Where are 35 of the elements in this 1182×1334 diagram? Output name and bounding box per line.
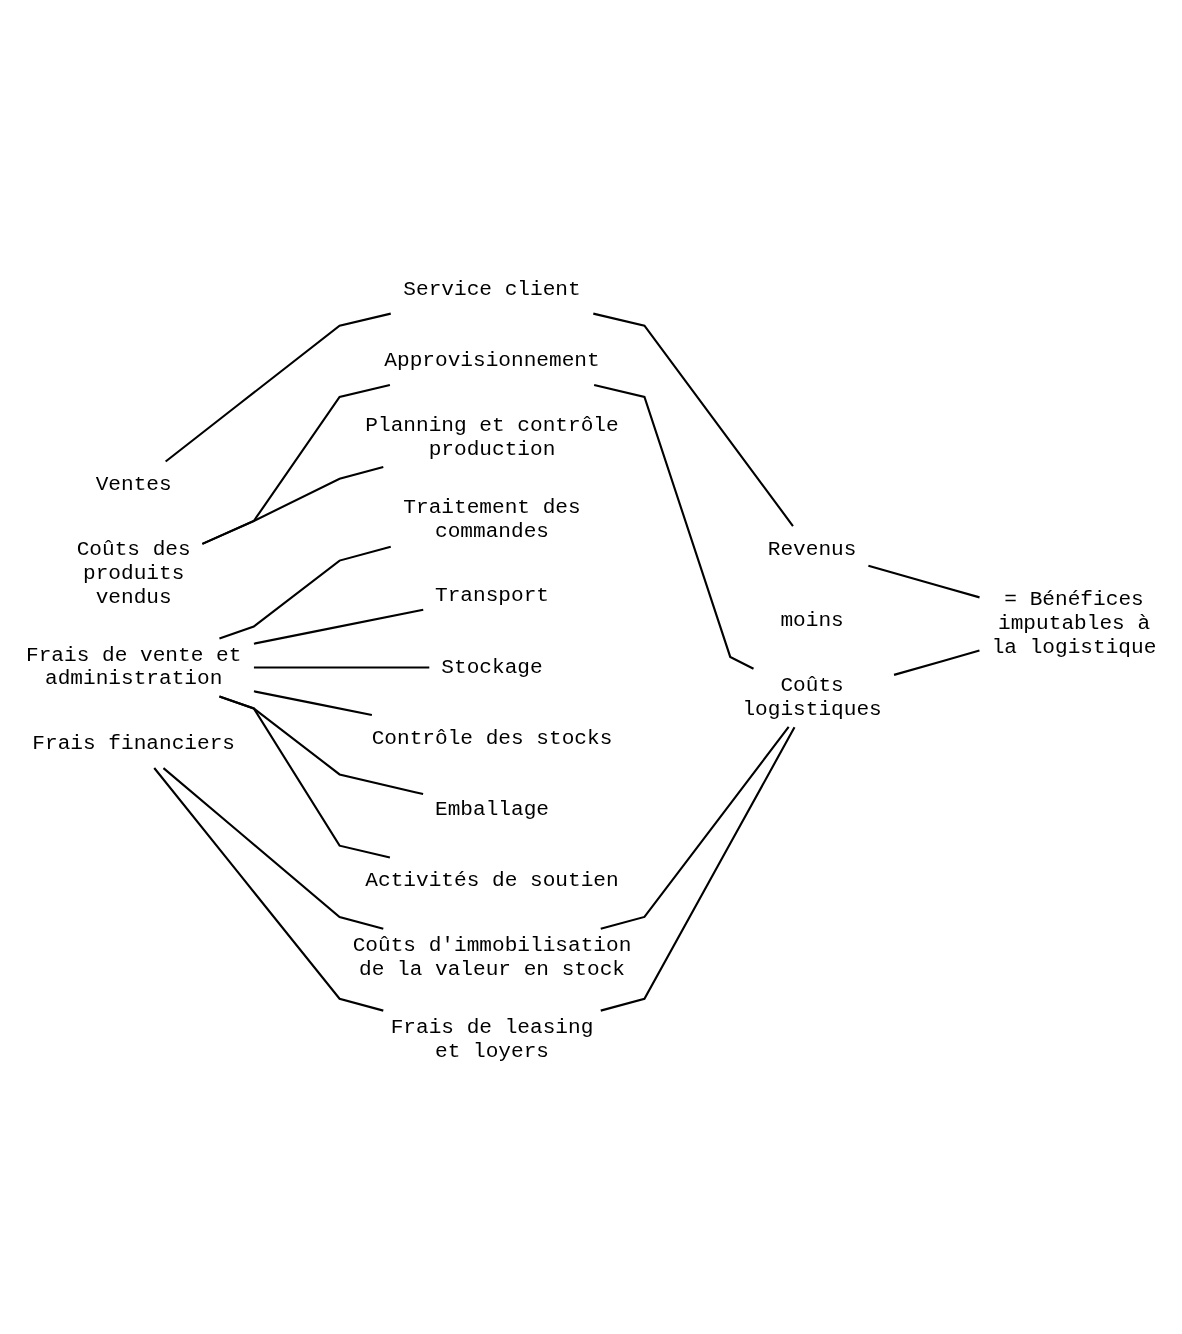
connector — [153, 766, 384, 1012]
label: moins — [780, 607, 844, 632]
connector — [600, 726, 796, 1012]
node-text: Transport — [435, 582, 550, 607]
connector — [893, 649, 980, 676]
connector — [162, 766, 384, 930]
node-text: Frais de vente et administration — [26, 642, 242, 690]
connector — [593, 383, 754, 670]
connector — [219, 695, 391, 859]
connector — [219, 545, 391, 639]
node-text: Emballage — [435, 796, 550, 821]
node-text: Traitement des commandes — [403, 494, 581, 543]
connector — [868, 564, 980, 598]
connector — [593, 312, 794, 527]
connector — [165, 312, 391, 462]
connector — [253, 665, 430, 669]
node-text: Coûts d'immobilisation de la valeur en stock — [352, 932, 632, 981]
node-text: Service client — [403, 276, 581, 301]
node-text: Revenus — [767, 536, 857, 561]
node-text: Ventes — [95, 471, 172, 496]
connector — [253, 608, 424, 645]
node-text: Frais financiers — [32, 730, 236, 755]
connector — [201, 383, 391, 545]
node-text: Planning et contrôle production — [365, 412, 619, 461]
node-text: Frais de leasing et loyers — [390, 1014, 594, 1063]
node-text: Activités de soutien — [365, 867, 619, 892]
connector — [201, 465, 384, 545]
connector — [253, 689, 373, 716]
node-text: Contrôle des stocks — [371, 725, 613, 750]
node-text: Approvisionnement — [384, 347, 600, 372]
node-text: Coûts logistiques — [742, 672, 882, 721]
node-text: Stockage — [441, 654, 543, 679]
connector — [600, 725, 790, 930]
node-text: = Bénéfices imputables à la logistique — [991, 586, 1157, 659]
node-text: Coûts des produits vendus — [76, 536, 191, 609]
